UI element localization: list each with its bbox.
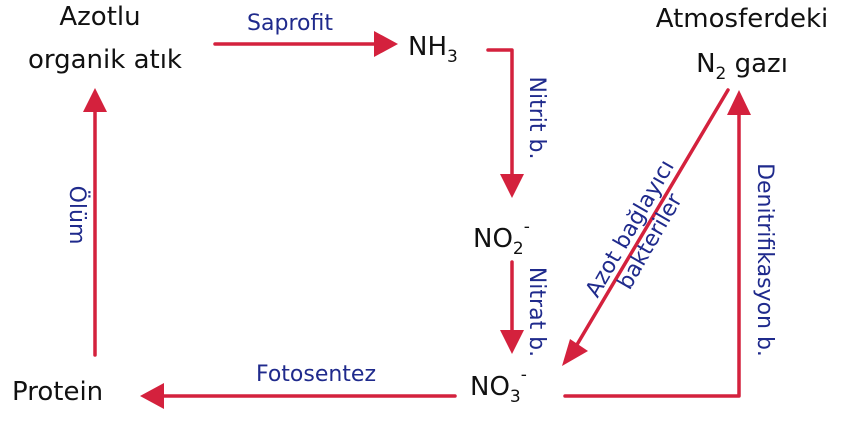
label-denitrifikasyon: Denitrifikasyon b. — [752, 163, 777, 357]
label-olum: Ölüm — [64, 186, 90, 245]
no2-base: NO — [473, 224, 513, 254]
node-nh3: NH3 — [408, 32, 458, 67]
arrow-azot-baglayici — [573, 88, 730, 350]
no3-base: NO — [470, 372, 510, 402]
arrow-head-azot-baglayici — [562, 339, 588, 366]
label-fotosentez: Fotosentez — [256, 362, 376, 387]
node-organic-waste-line1: Azotlu — [59, 2, 140, 32]
no3-superscript: - — [521, 365, 527, 385]
node-no2: NO2- — [473, 217, 530, 259]
no2-subscript: 2 — [513, 239, 524, 259]
arrow-head-saprofit — [374, 31, 398, 57]
node-n2-line2: N2 gazı — [696, 49, 788, 84]
no2-superscript: - — [524, 217, 530, 237]
n2-subscript: 2 — [716, 64, 727, 84]
arrow-nitrit — [486, 48, 514, 180]
arrow-denitrifikasyon — [563, 110, 741, 398]
arrows — [83, 31, 751, 409]
arrow-head-olum — [83, 88, 107, 112]
node-n2-line1: Atmosferdeki — [656, 4, 828, 34]
no3-subscript: 3 — [510, 387, 521, 407]
n2-rest: gazı — [726, 49, 788, 79]
n2-base: N — [696, 49, 715, 79]
label-nitrat: Nitrat b. — [524, 267, 549, 357]
node-protein: Protein — [12, 377, 103, 407]
arrow-head-nitrit — [500, 174, 524, 198]
nodes: Azotlu organik atık NH3 NO2- NO3- Atmosf… — [12, 2, 828, 407]
arrow-head-nitrat — [500, 330, 524, 354]
arrow-head-fotosentez — [140, 383, 164, 409]
arrow-head-denitrifikasyon — [727, 90, 751, 115]
nh3-subscript: 3 — [447, 47, 458, 67]
node-organic-waste-line2: organik atık — [28, 45, 182, 75]
label-nitrit: Nitrit b. — [524, 77, 549, 160]
nh3-base: NH — [408, 32, 447, 62]
node-no3: NO3- — [470, 365, 527, 407]
label-saprofit: Saprofit — [247, 11, 333, 36]
